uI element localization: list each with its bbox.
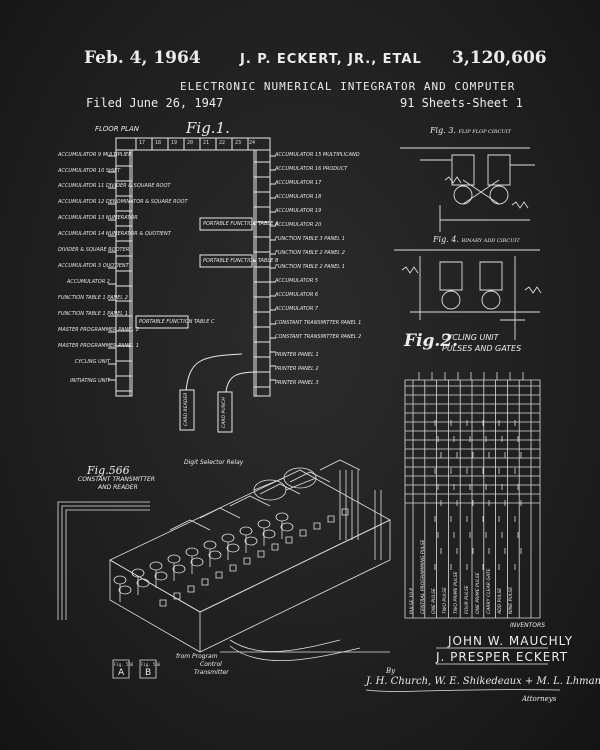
fig1-left-label: ACCUMULATOR 2: [66, 279, 110, 285]
patent-title: ELECTRONIC NUMERICAL INTEGRATOR AND COMP…: [180, 80, 516, 93]
fig1-left-label: ACCUMULATOR 3 QUOTIENT: [58, 263, 129, 269]
fig1-col-20: 20: [187, 140, 194, 146]
inventors-label: INVENTORS: [510, 622, 546, 629]
fig3-label: Fig. 3. FLIP FLOP CIRCUIT: [430, 126, 511, 135]
fig566-label: Fig.566: [87, 464, 130, 477]
fig1-left-label: FUNCTION TABLE 1 PANEL 1: [58, 311, 128, 317]
fig566-control: Control: [200, 661, 222, 668]
by-label: By: [386, 667, 396, 675]
fig1-right-label: ACCUMULATOR 17: [275, 180, 322, 186]
fig1-right-label: PRINTER PANEL 2: [275, 366, 319, 372]
fig1-right-label: FUNCTION TABLE 2 PANEL 1: [275, 264, 345, 270]
fig1-left-label: MASTER PROGRAMMER PANEL 1: [58, 343, 139, 349]
fig566-box-b-label: Fig. 566: [141, 662, 161, 667]
fig1-portable-table-c: PORTABLE FUNCTION TABLE C: [139, 319, 215, 325]
fig1-right-label: ACCUMULATOR 7: [275, 306, 319, 312]
fig566-digit-selector: Digit Selector Relay: [184, 459, 244, 466]
fig566-title-line1: CONSTANT TRANSMITTER: [78, 476, 155, 483]
fig2-label: Fig.2.: [404, 331, 459, 351]
patent-number: 3,120,606: [452, 48, 547, 68]
sheet-count: 91 Sheets-Sheet 1: [400, 96, 523, 110]
inventor-mauchly: JOHN W. MAUCHLY: [448, 634, 574, 648]
fig1-label: Fig.1.: [186, 119, 230, 137]
inventor-eckert: J. PRESPER ECKERT: [436, 650, 569, 664]
fig566-title-line2: AND READER: [98, 484, 138, 491]
fig1-col-21: 21: [203, 140, 210, 146]
fig1-left-label: ACCUMULATOR 9 MULTIPLIER: [58, 152, 132, 158]
fig1-col-23: 23: [235, 140, 242, 146]
fig566-from-program: from Program: [176, 653, 218, 660]
fig1-col-24: 24: [249, 140, 256, 146]
fig1-right-label: PRINTER PANEL 1: [275, 352, 319, 358]
fig566-transmitter: Transmitter: [194, 669, 229, 676]
fig1-left-label: DIVIDER & SQUARE ROOTER: [58, 247, 130, 253]
fig1-col-17: 17: [139, 140, 146, 146]
fig1-left-label: FUNCTION TABLE 1 PANEL 2: [58, 295, 128, 301]
fig1-portable-table-b: PORTABLE FUNCTION TABLE B: [203, 258, 279, 264]
fig1-right-label: CONSTANT TRANSMITTER PANEL 2: [275, 334, 362, 340]
fig1-right-label: ACCUMULATOR 6: [275, 292, 319, 298]
fig566-box-a: A: [118, 668, 125, 678]
fig1-right-label: ACCUMULATOR 18: [275, 194, 322, 200]
attorneys-label: Attorneys: [522, 695, 557, 703]
fig1-right-label: PRINTER PANEL 3: [275, 380, 319, 386]
fig1-right-label: ACCUMULATOR 16 PRODUCT: [275, 166, 348, 172]
filed-date: Filed June 26, 1947: [86, 96, 224, 110]
floor-plan-label: FLOOR PLAN: [95, 125, 139, 133]
fig1-left-label: MASTER PROGRAMMER PANEL 2: [58, 327, 139, 333]
fig2-title-line2: PULSES AND GATES: [442, 344, 522, 353]
fig566-box-b: B: [145, 668, 152, 678]
fig1-left-label: ACCUMULATOR 10 SHIFT: [58, 168, 121, 174]
inventors-header: J. P. ECKERT, JR., ETAL: [240, 52, 422, 67]
fig1-right-label: ACCUMULATOR 20: [275, 222, 322, 228]
fig1-left-label: CYCLING UNIT: [74, 359, 110, 365]
attorneys-signature: J. H. Church, W. E. Shikedeaux + M. L. L…: [366, 676, 600, 687]
fig1-right-label: ACCUMULATOR 5: [275, 278, 319, 284]
fig1-portable-table-a: PORTABLE FUNCTION TABLE A: [203, 221, 279, 227]
fig566-box-a-label: Fig. 566: [114, 662, 134, 667]
fig1-right-label: ACCUMULATOR 19: [275, 208, 322, 214]
fig1-right-label: ACCUMULATOR 15 MULTIPLICAND: [275, 152, 360, 158]
fig2-title-line1: CYCLING UNIT: [442, 333, 499, 342]
patent-date: Feb. 4, 1964: [84, 48, 201, 68]
fig1-col-22: 22: [219, 140, 226, 146]
fig1-col-18: 18: [155, 140, 162, 146]
fig1-right-label: FUNCTION TABLE 3 PANEL 1: [275, 236, 345, 242]
fig1-left-label: ACCUMULATOR 13 NUMERATOR: [58, 215, 138, 221]
fig1-left-label: INITIATING UNIT: [70, 378, 110, 384]
fig4-label: Fig. 4. BINARY ADD CIRCUIT: [433, 235, 520, 244]
fig1-right-label: FUNCTION TABLE 2 PANEL 2: [275, 250, 345, 256]
fig1-right-label: CONSTANT TRANSMITTER PANEL 1: [275, 320, 362, 326]
fig1-col-19: 19: [171, 140, 178, 146]
